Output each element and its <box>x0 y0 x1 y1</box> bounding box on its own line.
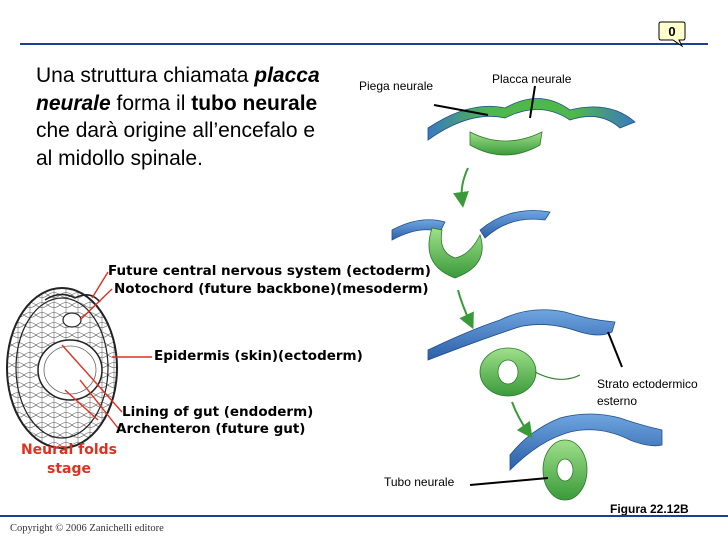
label-piega-neurale: Piega neurale <box>359 79 434 93</box>
badge-number: 0 <box>668 24 676 39</box>
label-epidermis: Epidermis (skin)(ectoderm) <box>154 348 363 364</box>
neural-fold-stage <box>391 210 551 279</box>
stage-caption-line1: Neural folds <box>20 442 118 458</box>
label-strato-line1: Strato ectodermico <box>597 377 698 391</box>
figure-reference: Figura 22.12B <box>610 502 689 516</box>
stage-caption-line2: stage <box>47 461 91 477</box>
slide-number-badge: 0 <box>657 20 687 48</box>
label-lining-of-gut: Lining of gut (endoderm) <box>122 404 314 420</box>
label-strato-line2: esterno <box>597 394 638 408</box>
body-paragraph: Una struttura chiamata placca neurale fo… <box>36 62 336 172</box>
label-placca-neurale: Placca neurale <box>492 72 572 86</box>
copyright-notice: Copyright © 2006 Zanichelli editore <box>10 523 164 534</box>
embryo-cross-section <box>6 287 118 449</box>
label-future-cns: Future central nervous system (ectoderm) <box>108 263 431 279</box>
progression-arrows <box>453 167 533 439</box>
paragraph-part-1: Una struttura chiamata <box>36 64 255 87</box>
badge-bubble-icon <box>658 21 686 48</box>
stage-caption: Neural folds stage <box>14 441 124 479</box>
label-archenteron: Archenteron (future gut) <box>116 421 306 437</box>
label-tubo-neurale: Tubo neurale <box>384 475 455 489</box>
paragraph-part-5: che darà origine all’encefalo e al midol… <box>36 119 316 170</box>
figure-pointer-lines <box>433 85 623 486</box>
paragraph-term-tubo: tubo neurale <box>191 91 318 115</box>
label-strato-ectodermico: Strato ectodermico esterno <box>597 376 698 410</box>
paragraph-part-3: forma il <box>110 91 192 115</box>
label-notochord: Notochord (future backbone)(mesoderm) <box>114 281 429 297</box>
paragraph-term-placca: placca neurale <box>36 64 320 115</box>
neural-tube-final-stage <box>509 413 663 501</box>
footer-divider <box>0 515 728 517</box>
neural-plate-stage <box>427 98 636 156</box>
neural-tube-closing-stage <box>427 309 616 397</box>
diagram-pointer-lines <box>61 271 152 429</box>
title-divider <box>20 43 708 45</box>
